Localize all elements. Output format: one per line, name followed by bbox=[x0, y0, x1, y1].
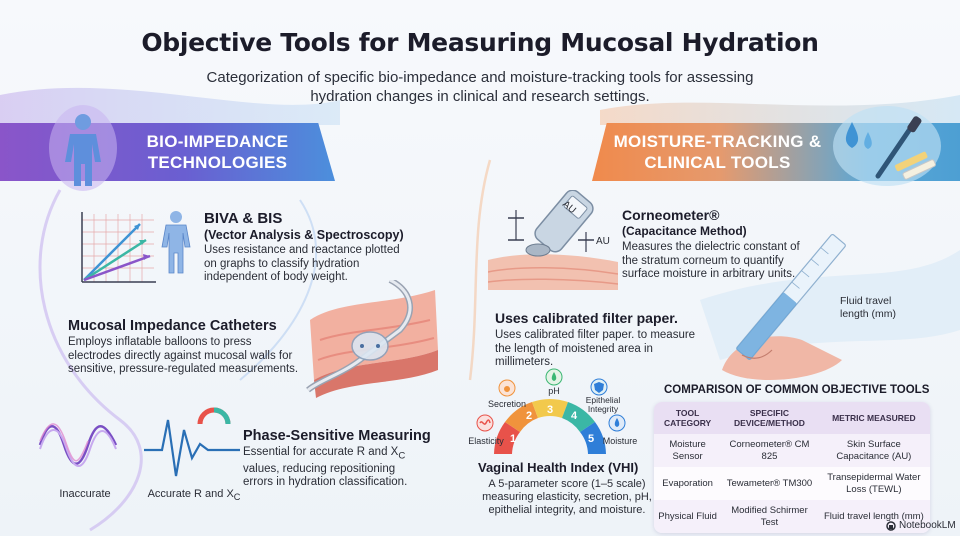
biva-title: BIVA & BIS bbox=[204, 210, 283, 227]
comparison-table-wrap: TOOL CATEGORY SPECIFIC DEVICE/METHOD MET… bbox=[654, 402, 930, 533]
corneometer-description: Measures the dielectric constant of the … bbox=[622, 241, 800, 280]
inaccurate-waveform-icon bbox=[38, 423, 118, 467]
notebooklm-logo-icon bbox=[886, 520, 896, 531]
human-body-icon bbox=[49, 105, 117, 191]
table-row: Moisture Sensor Corneometer® CM 825 Skin… bbox=[654, 434, 930, 467]
vector-graph-icon bbox=[81, 212, 156, 283]
ph-icon bbox=[545, 368, 563, 386]
body-silhouette-icon bbox=[161, 211, 191, 274]
vhi-score-4: 4 bbox=[571, 410, 578, 422]
phase-title: Phase-Sensitive Measuring bbox=[243, 428, 431, 444]
vhi-score-1: 1 bbox=[510, 433, 516, 445]
vhi-description: A 5-parameter score (1–5 scale) measurin… bbox=[482, 478, 652, 516]
epithelial-integrity-icon bbox=[590, 378, 608, 396]
filter-paper-description: Uses calibrated filter paper. to measure… bbox=[495, 329, 696, 368]
strip-label: Fluid travel length (mm) bbox=[840, 295, 897, 320]
biva-subtitle: (Vector Analysis & Spectroscopy) bbox=[204, 228, 404, 242]
catheters-description: Employs inflatable balloons to press ele… bbox=[68, 336, 299, 375]
catheter-tissue-illustration bbox=[306, 280, 438, 398]
table-cell: Tewameter® TM300 bbox=[721, 467, 818, 500]
corneometer-subtitle: (Capacitance Method) bbox=[622, 224, 747, 238]
comparison-title: COMPARISON OF COMMON OBJECTIVE TOOLS bbox=[664, 384, 930, 396]
vhi-param-ph: pH bbox=[548, 386, 560, 396]
table-row: Evaporation Tewameter® TM300 Transepider… bbox=[654, 467, 930, 500]
catheters-title: Mucosal Impedance Catheters bbox=[68, 318, 277, 334]
accurate-waveform-icon bbox=[144, 419, 240, 477]
droplet-pipette-icon bbox=[833, 106, 941, 186]
vhi-gauge: 1 2 3 4 5 bbox=[494, 399, 606, 454]
vhi-title: Vaginal Health Index (VHI) bbox=[478, 460, 639, 475]
table-cell: Moisture Sensor bbox=[654, 434, 722, 467]
vhi-score-3: 3 bbox=[547, 404, 553, 416]
comparison-table: TOOL CATEGORY SPECIFIC DEVICE/METHOD MET… bbox=[654, 402, 930, 533]
moisture-tracking-banner-label: MOISTURE-TRACKING & CLINICAL TOOLS bbox=[613, 132, 822, 172]
table-header: TOOL CATEGORY bbox=[654, 402, 722, 434]
page-title: Objective Tools for Measuring Mucosal Hy… bbox=[141, 28, 819, 57]
table-cell: Fluid travel length (mm) bbox=[817, 500, 930, 533]
vhi-param-epithelial: Epithelial Integrity bbox=[585, 395, 621, 414]
vhi-param-elasticity: Elasticity bbox=[468, 436, 504, 446]
vhi-param-moisture: Moisture bbox=[602, 436, 638, 446]
schirmer-strip-illustration bbox=[722, 233, 846, 381]
filter-paper-title: Uses calibrated filter paper. bbox=[495, 310, 678, 326]
table-row: Physical Fluid Modified Schirmer Test Fl… bbox=[654, 500, 930, 533]
vhi-score-5: 5 bbox=[588, 433, 594, 445]
corneometer-title: Corneometer® bbox=[622, 207, 720, 223]
corneometer-side-label: AU bbox=[596, 236, 610, 247]
phase-description: Essential for accurate R and XC values, … bbox=[243, 446, 408, 489]
vhi-param-secretion: Secretion bbox=[487, 399, 527, 409]
inaccurate-label: Inaccurate bbox=[59, 488, 111, 500]
page-subtitle: Categorization of specific bio-impedance… bbox=[206, 69, 754, 105]
table-cell: Evaporation bbox=[654, 467, 722, 500]
table-cell: Transepidermal Water Loss (TEWL) bbox=[817, 467, 930, 500]
table-cell: Modified Schirmer Test bbox=[721, 500, 818, 533]
bio-impedance-banner-label: BIO-IMPEDANCE TECHNOLOGIES bbox=[146, 132, 289, 172]
table-cell: Skin Surface Capacitance (AU) bbox=[817, 434, 930, 467]
accurate-label: Accurate R and XC bbox=[147, 488, 241, 503]
table-cell: Physical Fluid bbox=[654, 500, 722, 533]
table-cell: Corneometer® CM 825 bbox=[721, 434, 818, 467]
biva-description: Uses resistance and reactance plotted on… bbox=[204, 244, 400, 283]
secretion-icon bbox=[498, 379, 516, 397]
table-header: SPECIFIC DEVICE/METHOD bbox=[721, 402, 818, 434]
gauge-icon bbox=[197, 407, 231, 425]
table-header: METRIC MEASURED bbox=[817, 402, 930, 434]
elasticity-icon bbox=[476, 414, 494, 432]
moisture-icon bbox=[608, 414, 626, 432]
vhi-score-2: 2 bbox=[526, 410, 532, 422]
corneometer-probe-illustration bbox=[488, 190, 618, 290]
notebooklm-brand: NotebookLM bbox=[886, 520, 956, 531]
